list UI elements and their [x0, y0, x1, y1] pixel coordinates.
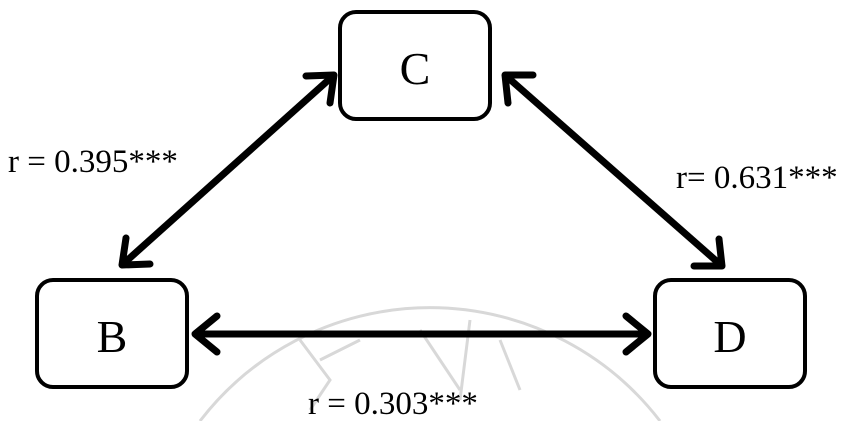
- watermark-seal: [198, 306, 662, 421]
- arrowhead-b-end: [118, 234, 154, 269]
- arrowhead-c-end: [501, 71, 537, 107]
- node-d-label: D: [713, 311, 746, 362]
- edge-b-c-label: r = 0.395***: [8, 144, 178, 180]
- edge-b-d: [191, 312, 652, 356]
- edge-c-d: [501, 71, 726, 270]
- arrowhead-d-end: [622, 312, 652, 356]
- arrowhead-b-end: [191, 312, 221, 356]
- node-c: C: [338, 10, 492, 121]
- edge-b-c: [118, 71, 338, 269]
- node-b-label: B: [97, 311, 128, 362]
- edge-b-d-label: r = 0.303***: [308, 386, 478, 421]
- arrowhead-d-end: [690, 235, 726, 270]
- arrowhead-c-end: [302, 71, 338, 107]
- node-c-label: C: [400, 43, 431, 94]
- edge-c-d-label: r= 0.631***: [676, 160, 838, 196]
- node-b: B: [35, 278, 189, 389]
- node-d: D: [653, 278, 807, 389]
